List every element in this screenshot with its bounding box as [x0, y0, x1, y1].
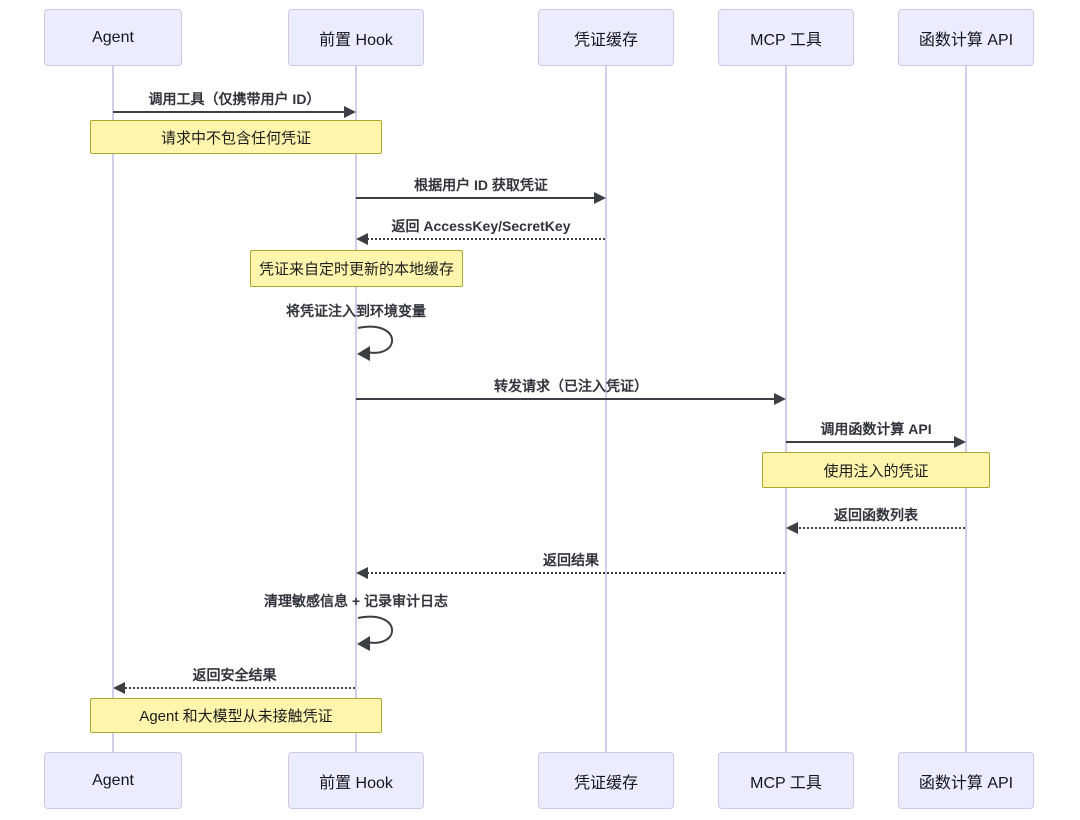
- message-line: [364, 238, 605, 240]
- message-label: 返回函数列表: [834, 507, 918, 523]
- message-label: 返回安全结果: [192, 667, 277, 683]
- participant-label: MCP 工具: [750, 31, 822, 49]
- arrowhead-icon: [356, 567, 368, 579]
- participant-box-bottom: MCP 工具: [718, 752, 854, 809]
- self-message-label: 将凭证注入到环境变量: [286, 303, 426, 319]
- message-label: 调用函数计算 API: [820, 421, 932, 437]
- participant-box-top: MCP 工具: [718, 9, 854, 66]
- message-line: [786, 441, 957, 443]
- participant-label: 函数计算 API: [918, 774, 1014, 792]
- participant-label: 函数计算 API: [918, 31, 1014, 49]
- participant-label: Agent: [92, 771, 134, 789]
- message-label: 根据用户 ID 获取凭证: [414, 177, 548, 193]
- message-label: 调用工具（仅携带用户 ID）: [148, 91, 321, 107]
- lifeline: [112, 66, 114, 752]
- lifeline: [965, 66, 967, 752]
- participant-label: 凭证缓存: [573, 31, 638, 49]
- note: 使用注入的凭证: [762, 452, 990, 488]
- participant-box-bottom: 凭证缓存: [538, 752, 674, 809]
- note-label: 凭证来自定时更新的本地缓存: [258, 261, 454, 278]
- self-loop-arrow: [357, 615, 393, 651]
- arrowhead-icon: [954, 436, 966, 448]
- message-label: 返回 AccessKey/SecretKey: [391, 218, 571, 234]
- note-label: Agent 和大模型从未接触凭证: [139, 708, 333, 725]
- arrowhead-icon: [774, 393, 786, 405]
- message-line: [113, 111, 347, 113]
- lifeline: [605, 66, 607, 752]
- lifeline: [785, 66, 787, 752]
- note: 请求中不包含任何凭证: [90, 120, 382, 154]
- message-line: [121, 687, 355, 689]
- note-label: 使用注入的凭证: [823, 462, 929, 480]
- participant-label: MCP 工具: [750, 774, 822, 792]
- participant-label: 前置 Hook: [319, 774, 393, 792]
- participant-box-top: 函数计算 API: [898, 9, 1034, 66]
- note-label: 请求中不包含任何凭证: [160, 129, 311, 147]
- arrowhead-icon: [113, 682, 125, 694]
- arrowhead-icon: [344, 106, 356, 118]
- message-label: 返回结果: [543, 552, 599, 568]
- arrowhead-icon: [356, 233, 368, 245]
- participant-label: 凭证缓存: [573, 774, 638, 792]
- participant-box-top: 前置 Hook: [288, 9, 424, 66]
- participant-label: 前置 Hook: [319, 31, 393, 49]
- participant-box-top: 凭证缓存: [538, 9, 674, 66]
- note: 凭证来自定时更新的本地缓存: [250, 250, 463, 287]
- note: Agent 和大模型从未接触凭证: [90, 698, 382, 733]
- arrowhead-icon: [594, 192, 606, 204]
- message-line: [356, 398, 777, 400]
- message-line: [364, 572, 785, 574]
- participant-label: Agent: [92, 28, 134, 46]
- participant-box-bottom: Agent: [44, 752, 182, 809]
- participant-box-bottom: 前置 Hook: [288, 752, 424, 809]
- arrowhead-icon: [786, 522, 798, 534]
- message-line: [794, 527, 965, 529]
- lifeline: [355, 66, 357, 752]
- message-label: 转发请求（已注入凭证）: [494, 378, 648, 394]
- message-line: [356, 197, 597, 199]
- participant-box-bottom: 函数计算 API: [898, 752, 1034, 809]
- self-loop-arrow: [357, 325, 393, 361]
- self-message-label: 清理敏感信息 + 记录审计日志: [264, 593, 448, 609]
- participant-box-top: Agent: [44, 9, 182, 66]
